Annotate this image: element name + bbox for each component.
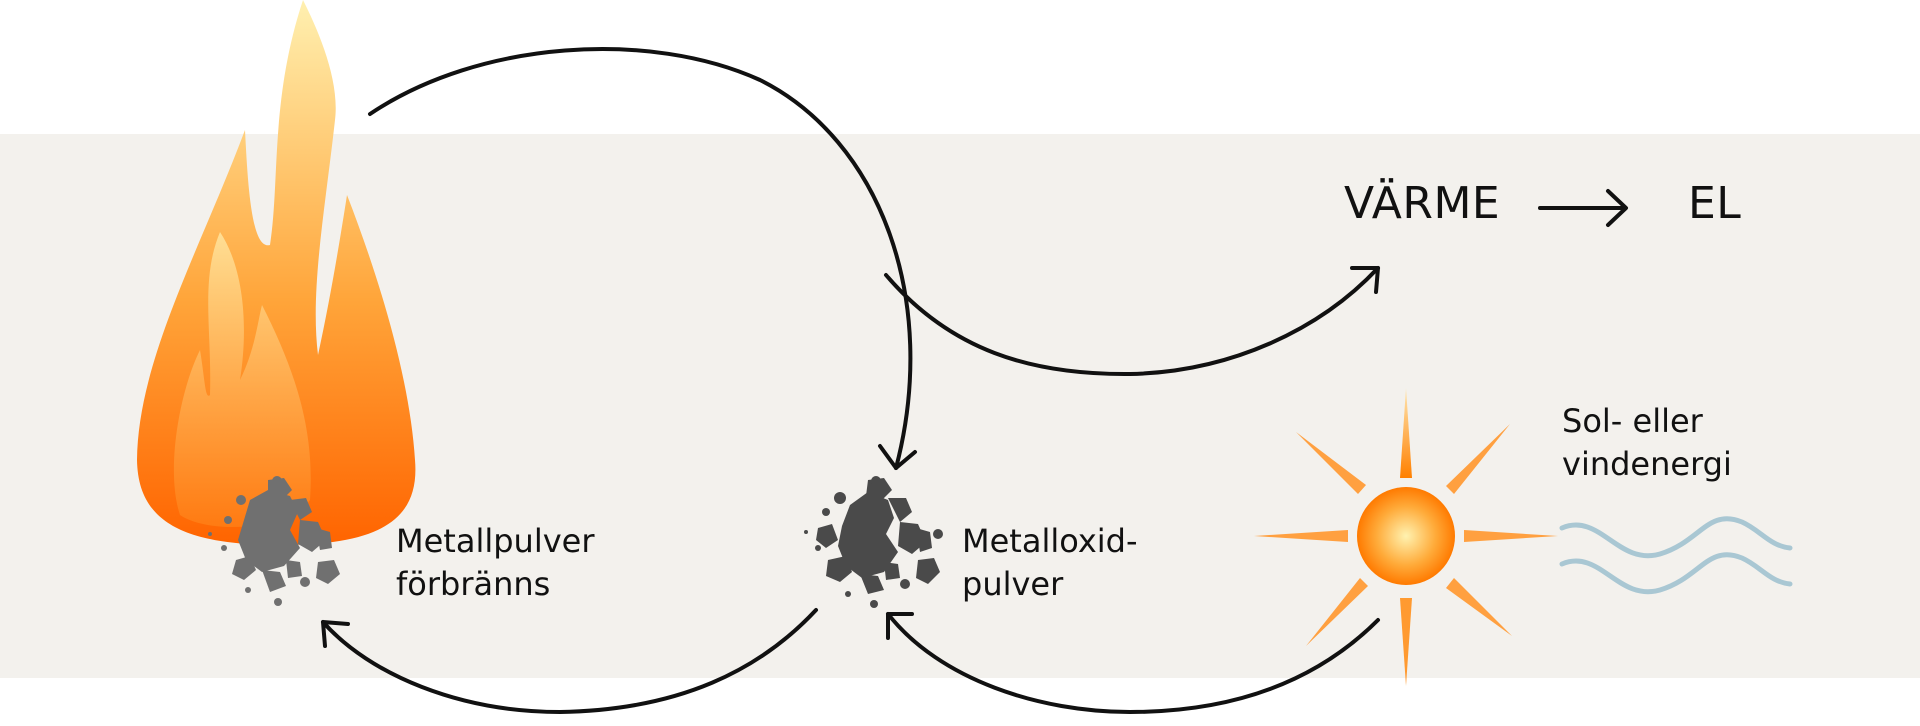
energy-source-label: Sol- eller vindenergi [1562, 400, 1732, 486]
flame-icon [137, 0, 416, 545]
metal-oxide-label: Metalloxid- pulver [962, 520, 1138, 606]
arrow-oxide-to-powder [321, 608, 818, 714]
metal-powder-icon [208, 476, 340, 606]
electricity-label: EL [1688, 178, 1742, 229]
metal-powder-label: Metallpulver förbränns [396, 520, 595, 606]
arrow-energy-to-oxide-head [886, 612, 914, 640]
metal-powder-label-line1: Metallpulver [396, 522, 595, 560]
wind-waves-icon [1559, 516, 1793, 595]
metal-oxide-label-line2: pulver [962, 565, 1064, 603]
cycle-arrows [321, 47, 1628, 714]
arrow-flame-to-oxide [368, 47, 913, 470]
arrow-to-heat-head [1350, 266, 1380, 294]
heat-label: VÄRME [1344, 178, 1501, 229]
arrow-oxide-to-flame-head [878, 444, 917, 470]
energy-source-label-line1: Sol- eller [1562, 402, 1703, 440]
arrow-oxide-to-powder-head [321, 620, 350, 648]
energy-source-label-line2: vindenergi [1562, 445, 1732, 483]
arrow-energy-to-oxide [886, 612, 1380, 714]
arrow-to-heat [884, 266, 1380, 377]
metal-powder-label-line2: förbränns [396, 565, 551, 603]
metal-oxide-icon [804, 476, 943, 608]
arrow-heat-to-electricity-head [1606, 189, 1628, 227]
metal-oxide-label-line1: Metalloxid- [962, 522, 1138, 560]
sun-icon [1254, 388, 1558, 686]
